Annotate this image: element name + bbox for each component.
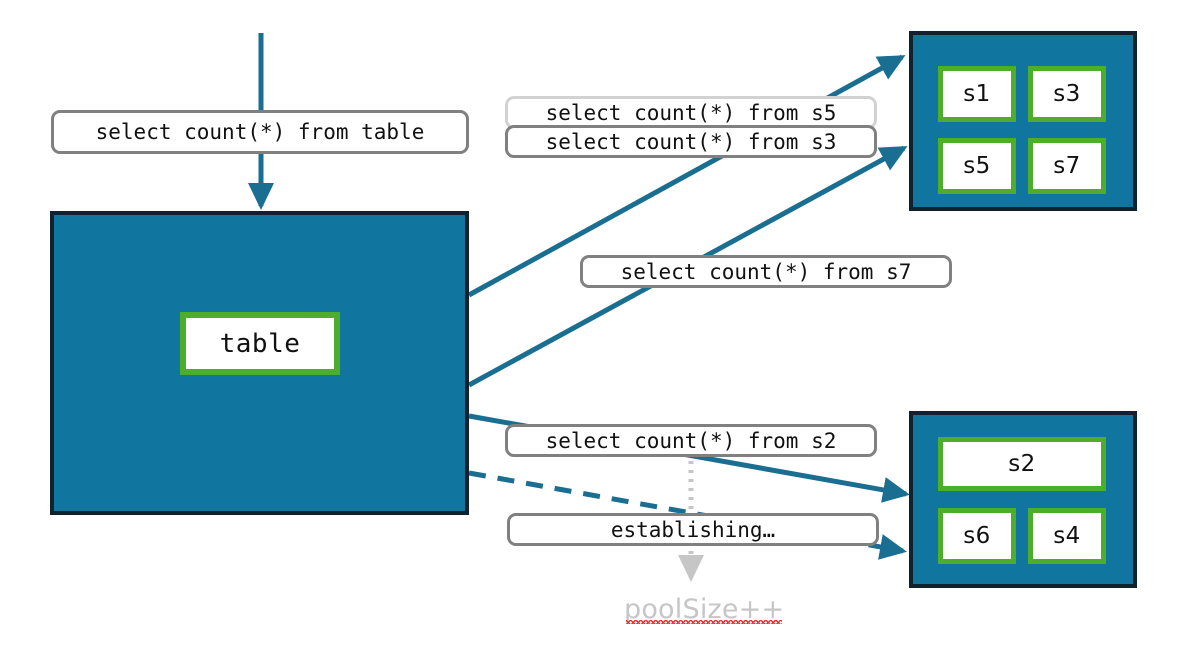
server-node-label: s2 xyxy=(1008,451,1036,477)
server-node-s7[interactable]: s7 xyxy=(1028,138,1106,194)
table-node[interactable]: table xyxy=(180,312,340,375)
label-query-s2[interactable]: select count(*) from s2 xyxy=(505,424,877,457)
label-query-s3[interactable]: select count(*) from s3 xyxy=(505,125,877,158)
spellcheck-underline xyxy=(626,620,783,624)
label-establishing[interactable]: establishing… xyxy=(507,513,879,546)
poolsize-note: poolSize++ xyxy=(624,594,784,625)
server-node-s6[interactable]: s6 xyxy=(938,508,1016,564)
label-root-query[interactable]: select count(*) from table xyxy=(51,110,469,154)
server-node-label: s4 xyxy=(1053,523,1081,549)
server-node-s4[interactable]: s4 xyxy=(1028,508,1106,564)
label-query-s7[interactable]: select count(*) from s7 xyxy=(580,255,952,288)
server-node-label: s3 xyxy=(1053,81,1081,107)
label-text: select count(*) from s2 xyxy=(545,428,837,453)
server-node-s5[interactable]: s5 xyxy=(938,138,1016,194)
server-node-s1[interactable]: s1 xyxy=(938,66,1016,122)
label-text: establishing… xyxy=(610,517,776,542)
server-node-s2[interactable]: s2 xyxy=(938,437,1106,491)
label-text: select count(*) from table xyxy=(95,120,425,144)
label-text: select count(*) from s3 xyxy=(545,129,837,154)
server-node-label: s6 xyxy=(963,523,991,549)
server-node-s3[interactable]: s3 xyxy=(1028,66,1106,122)
label-text: select count(*) from s7 xyxy=(620,259,912,284)
server-node-label: s7 xyxy=(1053,153,1081,179)
poolsize-note-label: poolSize++ xyxy=(624,594,785,625)
server-node-label: s5 xyxy=(963,153,991,179)
label-text: select count(*) from s5 xyxy=(545,100,837,125)
table-node-label: table xyxy=(219,328,301,359)
server-node-label: s1 xyxy=(963,81,991,107)
